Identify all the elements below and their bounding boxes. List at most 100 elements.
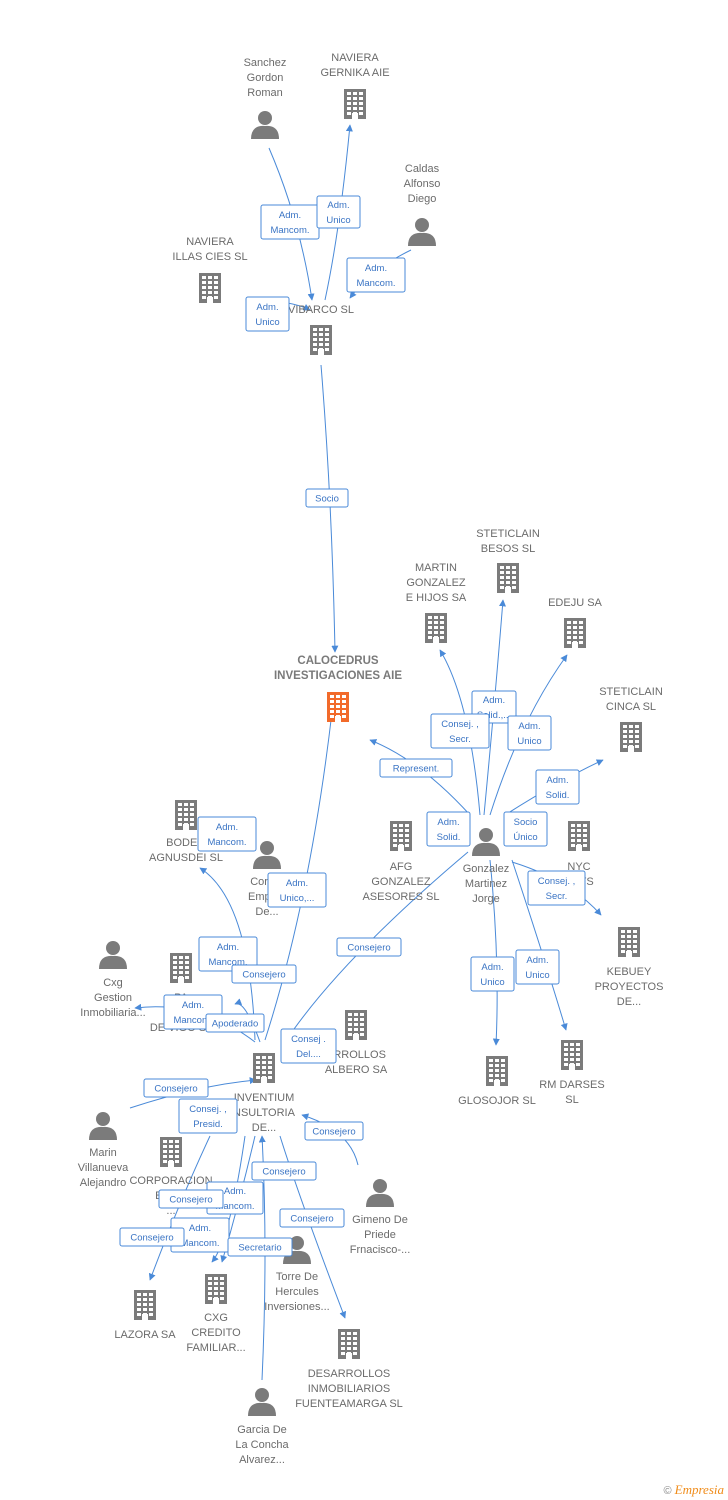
relation-edge	[234, 998, 261, 1043]
relation-text: Solid.,...	[477, 710, 511, 721]
relation-label[interactable]: Consej. ,Secr.	[430, 713, 490, 749]
relation-label[interactable]: Adm.Unico	[515, 949, 560, 985]
relation-label[interactable]: Consej. ,Presid.	[178, 1098, 238, 1134]
relation-label[interactable]: Apoderado	[205, 1013, 265, 1033]
relation-text: Único	[513, 832, 537, 843]
node-gimeno[interactable]: Gimeno DePriedeFrnacisco-...	[350, 1179, 411, 1256]
relation-edge	[199, 867, 256, 1041]
node-vibarco[interactable]: VIBARCO SL	[288, 304, 354, 355]
relation-text: Consejero	[169, 1195, 212, 1206]
node-label: Villanueva	[78, 1162, 129, 1174]
relation-label[interactable]: Adm.Mancom.	[170, 1217, 230, 1253]
relation-box	[205, 1013, 265, 1033]
building-icon	[170, 953, 192, 983]
relation-text: Consejero	[347, 943, 390, 954]
person-icon	[366, 1179, 394, 1207]
node-label: Inmobiliaria...	[80, 1007, 145, 1019]
node-kebuey[interactable]: KEBUEYPROYECTOSDE...	[595, 927, 664, 1008]
relation-label[interactable]: Consejero	[158, 1189, 224, 1209]
node-label: NSULTORIA	[233, 1107, 296, 1119]
building-icon	[620, 722, 642, 752]
relation-label[interactable]: Adm.Unico	[507, 715, 552, 751]
building-icon	[568, 821, 590, 851]
relation-box	[280, 1028, 337, 1064]
relation-text: Adm.	[546, 775, 568, 786]
relation-label[interactable]: Adm.Mancom.	[198, 936, 258, 972]
relation-label[interactable]: Consej .Del....	[280, 1028, 337, 1064]
relation-text: Mancom.	[270, 225, 309, 236]
building-icon	[134, 1290, 156, 1320]
copyright-icon: ©	[663, 1485, 672, 1497]
relation-label[interactable]: Adm.Unico	[470, 956, 515, 992]
node-label: NAVIERA	[331, 52, 379, 64]
relation-label[interactable]: Consejero	[251, 1161, 317, 1181]
relation-label[interactable]: Adm.Mancom.	[260, 204, 320, 240]
relation-label[interactable]: Adm.Mancom.	[346, 257, 406, 293]
node-cxg_credito[interactable]: CXGCREDITOFAMILIAR...	[186, 1274, 246, 1354]
relation-label[interactable]: Secretario	[227, 1237, 293, 1257]
node-corporacion_empr[interactable]: CORPORACIONEMPR...	[129, 1137, 213, 1217]
relation-label[interactable]: Represent.	[379, 758, 453, 778]
relation-label[interactable]: Consejero	[279, 1208, 345, 1228]
relation-label[interactable]: Consejero	[336, 937, 402, 957]
node-torre[interactable]: Torre DeHerculesInversiones...	[264, 1236, 330, 1313]
relation-text: Consej. ,	[189, 1104, 227, 1115]
relation-text: Adm.	[518, 721, 540, 732]
building-icon	[175, 800, 197, 830]
building-icon	[390, 821, 412, 851]
node-label: DE...	[617, 996, 641, 1008]
relation-label[interactable]: Adm.Unico	[245, 296, 290, 332]
node-label: Priede	[364, 1229, 396, 1241]
node-inventium[interactable]: INVENTIUMNSULTORIADE...	[233, 1053, 296, 1134]
relation-label[interactable]: Consej. ,Secr.	[527, 870, 586, 906]
node-label: MARTIN	[415, 562, 457, 574]
node-lazora[interactable]: LAZORA SA	[114, 1290, 176, 1341]
relation-label[interactable]: Adm. Solid.	[535, 769, 580, 805]
relation-label[interactable]: Consejero	[119, 1227, 185, 1247]
node-label: INMOBILIARIOS	[308, 1383, 391, 1395]
relation-label[interactable]: Adm.Mancom.	[197, 816, 257, 852]
node-edeju[interactable]: EDEJU SA	[548, 597, 603, 648]
person-icon	[99, 941, 127, 969]
relation-label[interactable]: Adm.Solid.	[426, 811, 471, 847]
relation-box	[346, 257, 406, 293]
relation-label[interactable]: Socio	[305, 488, 349, 508]
node-label: INVENTIUM	[234, 1092, 295, 1104]
relation-label[interactable]: Adm.Unico	[316, 195, 361, 229]
node-label: CINCA SL	[606, 701, 656, 713]
node-label: RM DARSES	[539, 1079, 604, 1091]
relation-label[interactable]: Consejero	[304, 1121, 364, 1141]
node-glosojor[interactable]: GLOSOJOR SL	[458, 1056, 536, 1107]
relation-text: Solid.	[546, 790, 570, 801]
building-icon	[253, 1053, 275, 1083]
node-label: ARROLLOS	[326, 1049, 386, 1061]
relation-label[interactable]: Adm.Unico,...	[267, 872, 327, 908]
node-label: STETICLAIN	[476, 528, 540, 540]
node-label: EDEJU SA	[548, 597, 602, 609]
brand-logo[interactable]: Empresia	[674, 1482, 724, 1497]
relation-label[interactable]: Consejero	[231, 964, 297, 984]
relation-text: Unico	[326, 215, 350, 226]
relation-label[interactable]: Consejero	[143, 1078, 209, 1098]
node-cxg_gestion[interactable]: CxgGestionInmobiliaria...	[80, 941, 146, 1019]
relation-text: Adm.	[224, 1186, 246, 1197]
building-icon	[497, 563, 519, 593]
relation-text: Consejero	[242, 970, 285, 981]
